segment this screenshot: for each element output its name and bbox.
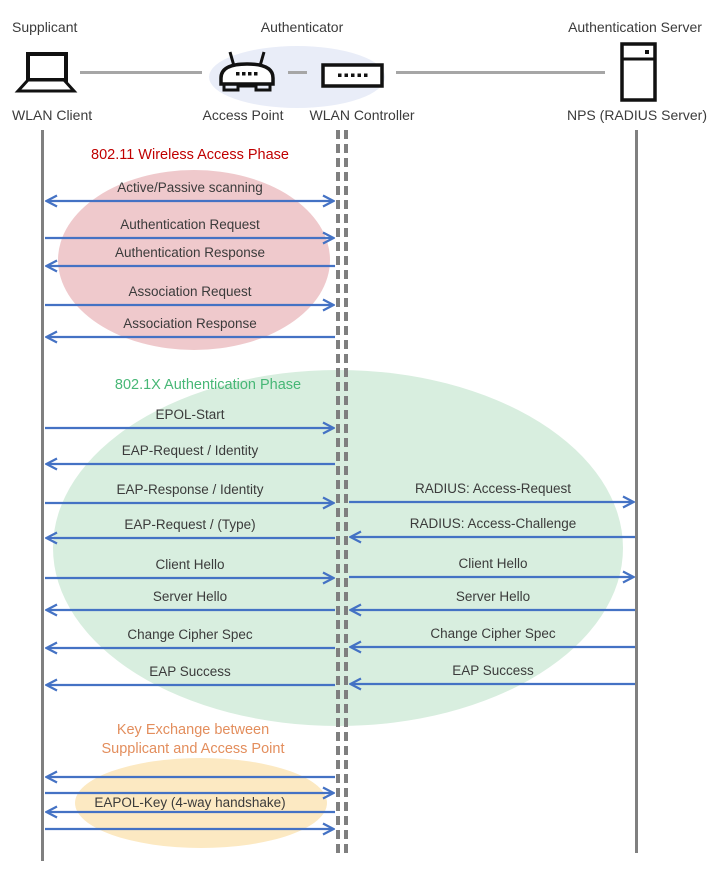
wlan-client-label: WLAN Client xyxy=(12,107,93,123)
wlan-controller-lifeline-dashed-left xyxy=(336,130,340,853)
message-arrow-left xyxy=(44,456,335,472)
message-label: Active/Passive scanning xyxy=(117,180,263,195)
message-arrow-both xyxy=(44,193,336,209)
phase3-title-line2: Supplicant and Access Point xyxy=(101,741,285,757)
message-arrow-right xyxy=(45,230,336,246)
message-arrow-right xyxy=(45,495,336,511)
message-label: EAP-Request / Identity xyxy=(121,443,259,458)
phase2-title: 802.1X Authentication Phase xyxy=(114,377,302,393)
message-arrow-left xyxy=(348,529,635,545)
phase3-title: Key Exchange between Supplicant and Acce… xyxy=(48,721,338,759)
message-label: Client Hello xyxy=(155,557,225,572)
message-label: RADIUS: Access-Request xyxy=(414,481,572,496)
supplicant-role-label: Supplicant xyxy=(12,19,78,35)
message-label: EAP Success xyxy=(452,663,534,678)
authenticator-role-label: Authenticator xyxy=(260,19,344,35)
message-label: Client Hello xyxy=(458,556,528,571)
phase3-title-line1: Key Exchange between xyxy=(116,722,270,738)
message-label: EPOL-Start xyxy=(155,407,225,422)
wlan-controller-lifeline-dashed-right xyxy=(344,130,348,853)
radius-server-lifeline xyxy=(635,130,638,853)
message-arrow-left xyxy=(44,530,335,546)
message-arrow-right xyxy=(45,570,336,586)
server-icon xyxy=(620,42,657,102)
message-arrow-left xyxy=(44,258,335,274)
phase1-title: 802.11 Wireless Access Phase xyxy=(91,147,289,163)
message-arrow-right xyxy=(45,821,336,837)
message-arrow-left xyxy=(348,676,635,692)
message-label: Change Cipher Spec xyxy=(430,626,556,641)
message-label: Authentication Request xyxy=(120,217,260,232)
phase3-ellipse xyxy=(75,758,327,848)
message-arrow-right xyxy=(45,420,336,436)
message-arrow-left xyxy=(44,769,335,785)
message-label: RADIUS: Access-Challenge xyxy=(409,516,577,531)
ap-to-controller-dash xyxy=(288,71,307,74)
message-arrow-left xyxy=(348,639,635,655)
message-arrow-left xyxy=(44,677,335,693)
wlan-controller-icon xyxy=(321,63,384,88)
message-label: Server Hello xyxy=(455,589,531,604)
authentication-server-role-label: Authentication Server xyxy=(568,19,702,35)
message-label: EAP-Request / (Type) xyxy=(124,517,256,532)
client-to-ap-line xyxy=(80,71,202,74)
message-arrow-left xyxy=(44,640,335,656)
message-arrow-left xyxy=(44,804,335,820)
message-arrow-left xyxy=(44,329,335,345)
controller-to-server-line xyxy=(396,71,605,74)
message-label: EAP Success xyxy=(149,664,231,679)
laptop-icon xyxy=(12,52,80,94)
nps-radius-server-label: NPS (RADIUS Server) xyxy=(566,107,708,123)
message-label: Change Cipher Spec xyxy=(127,627,253,642)
message-arrow-left xyxy=(44,602,335,618)
message-label: Association Response xyxy=(123,316,257,331)
message-arrow-right xyxy=(349,569,636,585)
message-label: Server Hello xyxy=(152,589,228,604)
message-arrow-right xyxy=(349,494,636,510)
message-arrow-right xyxy=(45,297,336,313)
access-point-label: Access Point xyxy=(202,107,284,123)
message-label: Authentication Response xyxy=(114,245,266,260)
message-arrow-right xyxy=(45,785,336,801)
message-label: EAP-Response / Identity xyxy=(116,482,264,497)
message-label: EAPOL-Key (4-way handshake) xyxy=(94,795,286,810)
message-arrow-left xyxy=(348,602,635,618)
wlan-controller-label: WLAN Controller xyxy=(309,107,415,123)
message-label: Association Request xyxy=(128,284,252,299)
wlan-client-lifeline xyxy=(41,130,44,861)
access-point-icon xyxy=(216,50,278,92)
